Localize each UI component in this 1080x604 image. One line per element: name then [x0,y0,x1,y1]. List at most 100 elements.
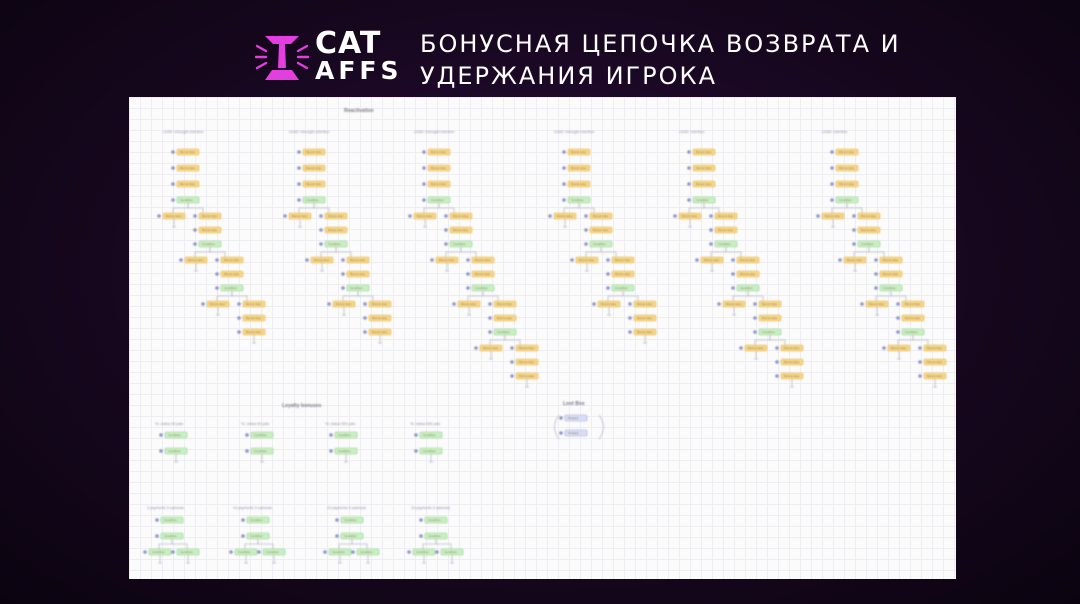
node-port [775,360,779,364]
flow-node-label: Bonus step [461,302,476,306]
flow-node-label: Bonus step [246,302,261,306]
loyalty-title: 10 payments 3 cashouts [411,506,450,510]
node-port [466,286,470,290]
flow-node-label: Bonus step [748,346,763,350]
node-port [548,214,552,218]
node-port [319,228,323,232]
flow-edge [216,291,233,301]
node-port [918,374,922,378]
flow-node-label: Bonus step [740,258,755,262]
flow-edge [423,203,440,213]
flow-edge [710,247,727,257]
flow-node-label: Bonus step [601,302,616,306]
node-port [562,166,566,170]
flow-node-label: Bonus step [905,302,920,306]
chain-title: LEAD: Inbought retention [163,130,203,134]
flow-node [302,180,326,188]
node-port [731,272,735,276]
flow-node-label: Bonus step [615,258,630,262]
flow-edge [172,203,189,213]
flow-node [334,431,358,439]
node-port [201,302,205,306]
flow-edge [489,335,506,345]
flow-node [346,256,370,264]
flow-edge [187,203,204,213]
node-port [157,214,161,218]
node-port [215,286,219,290]
node-port [882,346,886,350]
flow-node [176,180,200,188]
node-port [838,258,842,262]
flow-node-label: Bonus step [861,228,876,232]
loyalty-title: 3 payments 3 cashouts [147,506,184,510]
node-port [739,346,743,350]
flow-edge [231,291,248,301]
node-port [419,534,423,538]
flow-node-label: Condition [164,534,177,538]
flow-edge [504,335,521,345]
node-port [452,302,456,306]
brand-line2: AFFS [315,56,403,85]
flow-node-label: Bonus step [336,302,351,306]
flow-node-label: Bonus step [726,302,741,306]
flow-node-label: Condition [338,449,351,453]
flow-node [449,212,473,220]
flow-node-label: Bonus step [224,258,239,262]
flow-node-label: Condition [168,433,181,437]
flow-node [368,314,392,322]
flow-node-label: Bonus step [246,330,261,334]
flow-edge [335,247,352,257]
flow-node-label: Condition [224,286,237,290]
flow-node [835,148,859,156]
flow-node-label: Bonus step [869,302,884,306]
flow-node-label: Condition [202,242,215,246]
flow-node-label: Bonus step [328,228,343,232]
flow-node-label: Condition [423,433,436,437]
flow-node-label: Bonus step [292,214,307,218]
flow-node-label: Bonus step [883,258,898,262]
node-port [363,316,367,320]
flow-edge [563,203,580,213]
flow-node-label: Bonus step [497,302,512,306]
flow-node-label: Bonus step [905,316,920,320]
flow-edge [244,539,259,549]
node-port [731,258,735,262]
node-port [237,316,241,320]
flow-node-label: Bonus step [372,302,387,306]
flow-node-label: Bonus step [519,346,534,350]
node-port [297,198,301,202]
flow-node-label: Bonus step [439,258,454,262]
flow-node-label: Bonus step [350,258,365,262]
flow-edge [342,291,359,301]
node-port [860,302,864,306]
node-port [753,302,757,306]
flow-node-label: Bonus step [180,166,195,170]
flow-node [220,256,244,264]
flow-edge [846,203,863,213]
node-port [918,346,922,350]
flow-edge [890,291,907,301]
flow-node-label: Bonus step [762,316,777,320]
flow-node-label: Bonus step [180,150,195,154]
flow-node [692,180,716,188]
node-port [363,330,367,334]
node-port [628,316,632,320]
node-port [422,166,426,170]
node-port [341,286,345,290]
flow-edge [209,247,226,257]
flow-node-label: Condition [254,433,267,437]
flow-edge [769,335,786,345]
flow-edge [688,203,705,213]
flow-node-label: Bonus step [372,316,387,320]
flow-node [758,300,782,308]
node-port [430,258,434,262]
flow-edge [158,539,173,549]
node-port [422,150,426,154]
node-port [673,214,677,218]
flow-node-label: Bonus step [847,258,862,262]
flow-node [471,256,495,264]
node-port [510,360,514,364]
flow-node-label: Condition [905,330,918,334]
flow-node-label: Bonus step [571,182,586,186]
node-port [592,302,596,306]
